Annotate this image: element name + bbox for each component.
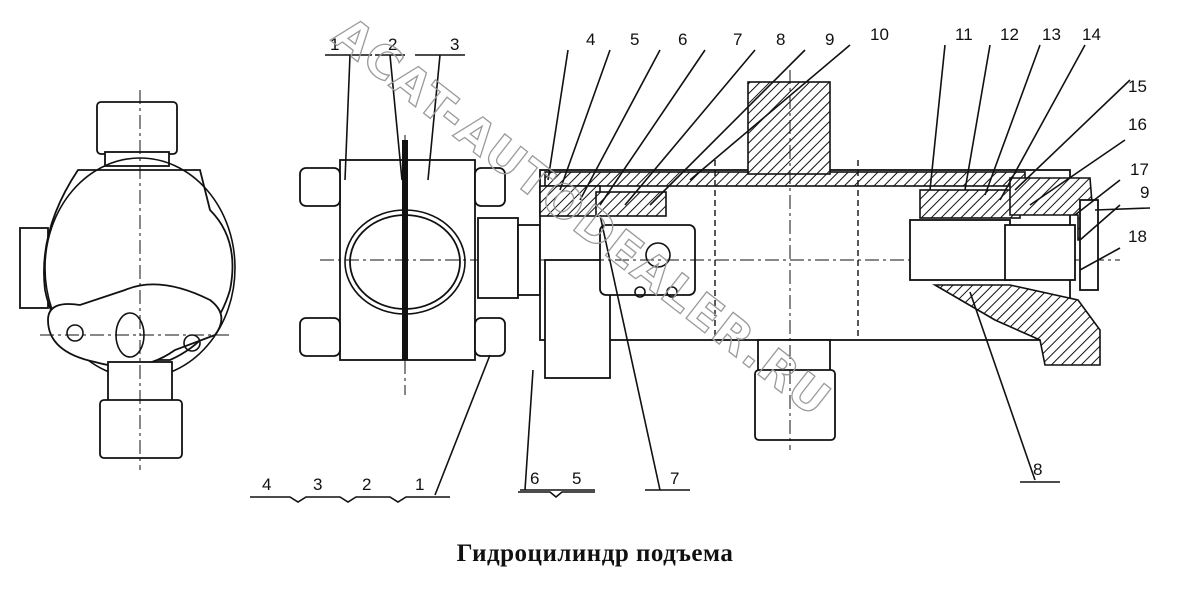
clamp-body — [299, 135, 541, 395]
drawing-caption: Гидроцилиндр подъема — [456, 540, 734, 567]
callout-top-16: 16 — [1128, 115, 1147, 134]
callout-top-7: 7 — [733, 30, 742, 49]
callout-top-9: 9 — [825, 30, 834, 49]
callout-top-3: 3 — [450, 35, 459, 54]
callout-top-17: 17 — [1130, 160, 1149, 179]
callout-top-4: 4 — [586, 30, 595, 49]
callout-leaders — [250, 44, 1131, 503]
callout-bottom-5: 5 — [572, 469, 581, 488]
callout-top-2: 2 — [388, 35, 397, 54]
callout-top-11: 11 — [955, 25, 973, 44]
callout-top-9b: 9 — [1140, 183, 1149, 202]
callout-top-13: 13 — [1042, 25, 1061, 44]
callout-bottom-4: 4 — [262, 475, 271, 494]
callout-bottom-3: 3 — [313, 475, 322, 494]
callout-top-6: 6 — [678, 30, 687, 49]
callout-labels: 1 2 3 4 5 6 7 8 9 10 11 12 13 14 15 16 1… — [262, 25, 1149, 494]
callout-top-12: 12 — [1000, 25, 1019, 44]
callout-bottom-8: 8 — [1033, 460, 1042, 479]
callout-top-15: 15 — [1128, 77, 1147, 96]
callout-top-5: 5 — [630, 30, 639, 49]
end-view — [19, 90, 236, 470]
callout-top-10: 10 — [870, 25, 889, 44]
callout-top-1: 1 — [330, 35, 339, 54]
callout-bottom-7: 7 — [670, 469, 679, 488]
callout-bottom-2: 2 — [362, 475, 371, 494]
callout-top-14: 14 — [1082, 25, 1101, 44]
callout-top-18: 18 — [1128, 227, 1147, 246]
cylinder-body — [539, 70, 1151, 450]
callout-bottom-6: 6 — [530, 469, 539, 488]
callout-top-8: 8 — [776, 30, 785, 49]
callout-bottom-1: 1 — [415, 475, 424, 494]
